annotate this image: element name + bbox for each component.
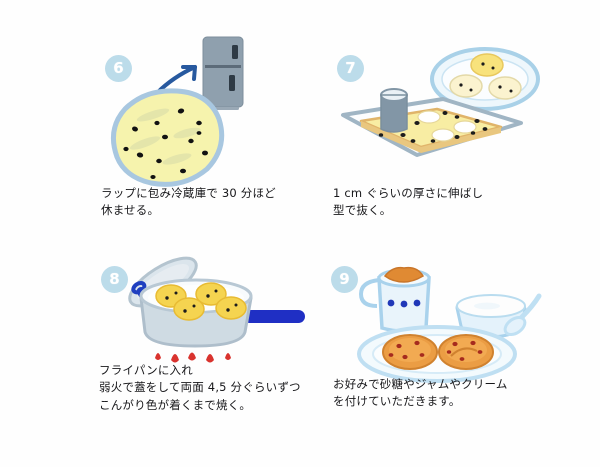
step-number-badge-8: 8 xyxy=(101,266,128,293)
baked-scone-right xyxy=(438,334,494,370)
jam-jar xyxy=(358,266,431,333)
rolled-dough-sheet xyxy=(359,107,503,153)
step-8-caption: フライパンに入れ 弱火で蓋をして両面 4,5 分ぐらいずつ こんがり色が着くまで… xyxy=(99,363,301,412)
cut-scone-pieces xyxy=(449,53,522,100)
raisins xyxy=(123,108,208,179)
round-cookie-cutter xyxy=(380,88,408,133)
step-9-caption: お好みで砂糖やジャムやクリーム を付けていただきます。 xyxy=(333,377,508,409)
step-6-illustration xyxy=(95,36,325,202)
raisins-in-sheet xyxy=(378,111,488,143)
step-8-illustration xyxy=(95,254,335,374)
cream-bowl xyxy=(455,294,527,339)
wrapped-dough-blob xyxy=(110,88,225,187)
step-number-badge-9: 9 xyxy=(331,266,358,293)
stove-flames xyxy=(155,352,231,363)
recipe-step-panel-6: 6 xyxy=(95,36,325,235)
step-number-badge-7: 7 xyxy=(337,55,364,82)
recipe-step-panel-9: 9 xyxy=(325,258,565,458)
scones-in-pan xyxy=(155,282,247,321)
cut-out-holes xyxy=(417,110,477,142)
baked-scone-left xyxy=(382,334,438,370)
dough-texture-streaks xyxy=(129,108,201,165)
jam-jar-dots xyxy=(387,299,421,308)
spoon xyxy=(503,293,542,337)
refrigerator-icon xyxy=(202,36,244,110)
plate-with-cut-scones xyxy=(430,47,540,111)
plate-with-baked-scones xyxy=(357,325,517,383)
step-6-caption: ラップに包み冷蔵庫で 30 分ほど 休ませる。 xyxy=(101,186,276,218)
step-9-illustration xyxy=(325,256,565,383)
step-number-badge-6: 6 xyxy=(105,55,132,82)
step-7-caption: 1 cm ぐらいの厚さに伸ばし 型で抜く。 xyxy=(333,186,484,218)
recipe-step-panel-7: 7 xyxy=(325,45,565,235)
recipe-step-panel-8: 8 xyxy=(95,256,335,458)
step-7-illustration xyxy=(325,37,565,202)
